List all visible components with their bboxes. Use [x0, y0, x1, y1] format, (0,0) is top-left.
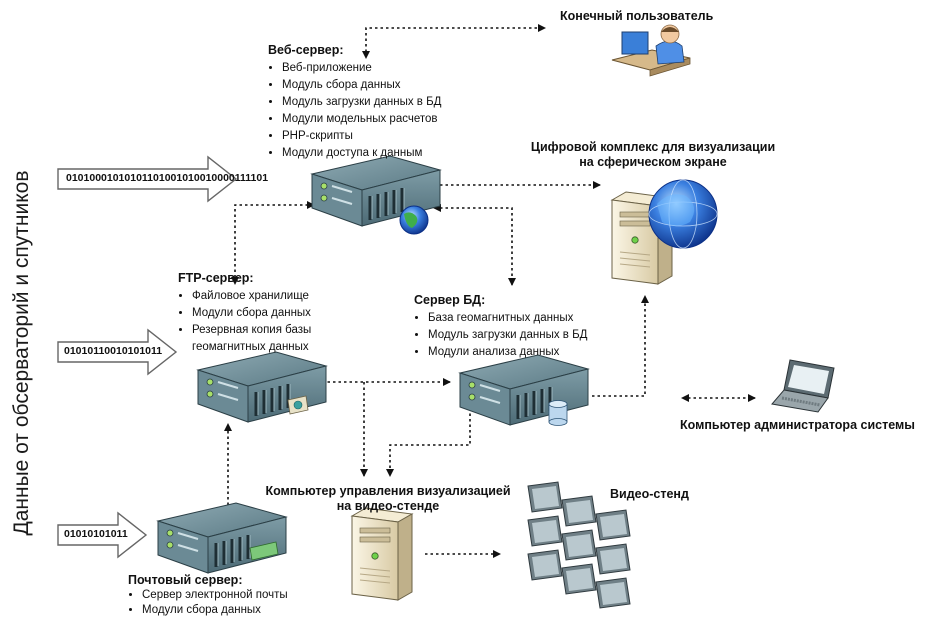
end-user-label: Конечный пользователь	[560, 9, 714, 23]
video-control-line1: Компьютер управления визуализацией	[265, 484, 511, 498]
db-cylinder-icon	[548, 400, 568, 426]
list-item: Модули сбора данных	[142, 603, 288, 618]
list-item: Модули модельных расчетов	[282, 111, 441, 128]
db-server-list: База геомагнитных данных Модуль загрузки…	[414, 310, 587, 361]
ftp-input-arrow	[57, 328, 178, 376]
ftp-drive-icon	[287, 395, 309, 415]
list-item: Модуль загрузки данных в БД	[282, 94, 441, 111]
video-wall-label: Видео-стенд	[610, 487, 689, 501]
mail-server-block: Почтовый сервер: Сервер электронной почт…	[128, 573, 288, 618]
web-binary-text: 01010001010101101001010010000111101	[66, 172, 269, 184]
list-item: Модуль загрузки данных в БД	[428, 327, 587, 344]
mail-card-icon	[249, 541, 279, 561]
list-item: Сервер электронной почты	[142, 588, 288, 603]
ftp-server-title: FTP-сервер:	[178, 271, 254, 285]
db-server-title: Сервер БД:	[414, 293, 486, 307]
list-item: Резервная копия базы	[192, 322, 311, 339]
ftp-server-block: FTP-сервер: Файловое хранилище Модули сб…	[178, 271, 311, 356]
list-item: Модуль сбора данных	[282, 77, 441, 94]
list-item: Модули сбора данных	[192, 305, 311, 322]
mail-input-arrow	[57, 511, 148, 559]
video-control-line2: на видео-стенде	[336, 499, 440, 513]
web-server-title: Веб-сервер:	[268, 43, 344, 57]
web-server-block: Веб-сервер: Веб-приложение Модуль сбора …	[268, 43, 441, 162]
list-item: Модули анализа данных	[428, 344, 587, 361]
list-item: Веб-приложение	[282, 60, 441, 77]
mail-binary-text: 01010101011	[64, 528, 128, 540]
ftp-server-icon	[196, 350, 328, 424]
mail-server-list: Сервер электронной почты Модули сбора да…	[128, 588, 288, 618]
db-server-icon	[458, 353, 590, 427]
ftp-server-list: Файловое хранилище Модули сбора данных Р…	[178, 288, 311, 356]
sphere-complex-label: Цифровой комплекс для визуализации на сф…	[508, 140, 798, 170]
video-control-tower-icon	[351, 507, 413, 601]
connectors	[224, 24, 756, 558]
web-globe-icon	[399, 205, 429, 235]
db-server-block: Сервер БД: База геомагнитных данных Моду…	[414, 293, 587, 361]
video-control-label: Компьютер управления визуализацией на ви…	[238, 484, 538, 514]
list-item: База геомагнитных данных	[428, 310, 587, 327]
end-user-icon	[611, 24, 691, 77]
sphere-complex-line2: на сферическом экране	[579, 155, 727, 169]
ftp-binary-text: 01010110010101011	[64, 345, 163, 357]
sphere-globe-icon	[648, 179, 718, 249]
sphere-complex-line1: Цифровой комплекс для визуализации	[530, 140, 776, 154]
admin-laptop-icon	[771, 359, 835, 413]
list-item: Файловое хранилище	[192, 288, 311, 305]
list-item: PHP-скрипты	[282, 128, 441, 145]
list-item: геомагнитных данных	[192, 341, 309, 353]
admin-pc-label: Компьютер администратора системы	[680, 418, 915, 432]
mail-server-title: Почтовый сервер:	[128, 573, 243, 587]
list-item: Модули доступа к данным	[282, 145, 441, 162]
side-title: Данные от обсерваторий и спутников	[10, 170, 33, 536]
web-server-list: Веб-приложение Модуль сбора данных Модул…	[268, 60, 441, 162]
